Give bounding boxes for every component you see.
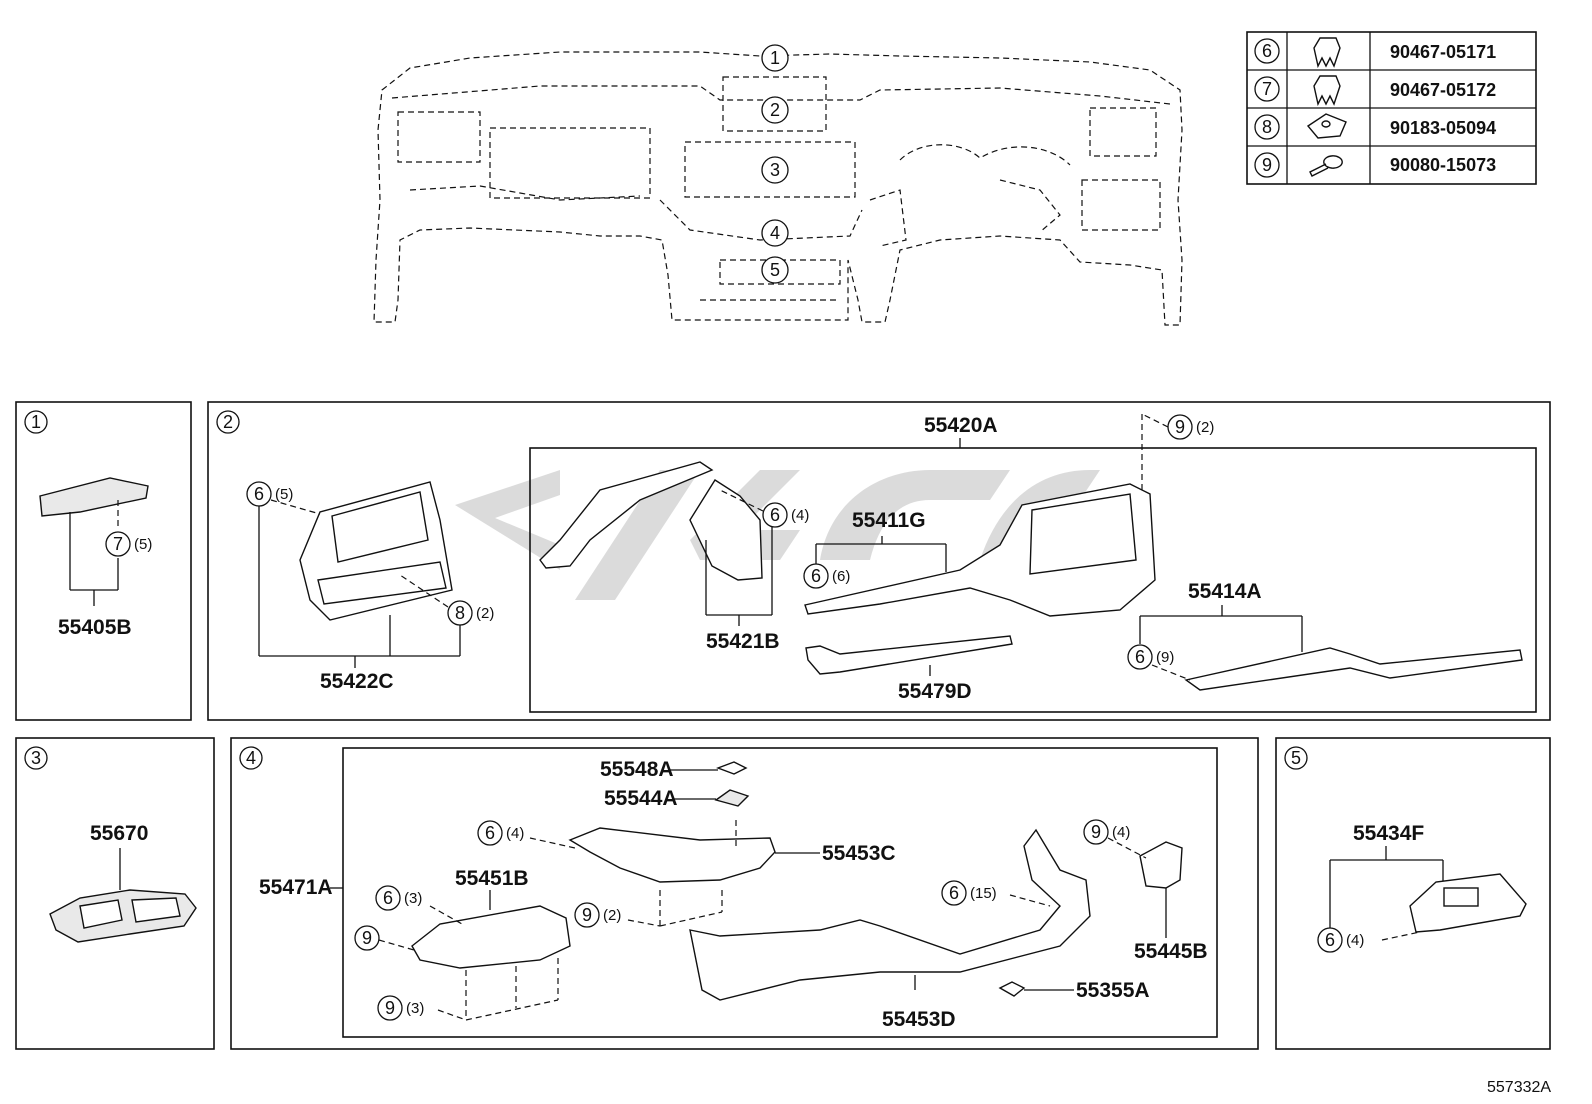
fastener-ref: 8	[1262, 117, 1272, 137]
side-cover-part	[689, 479, 763, 581]
console-upper-part	[568, 827, 776, 883]
reinforcement-part	[1184, 647, 1523, 691]
callout-ref: 7	[113, 534, 123, 554]
overview-ref-5: 5	[770, 260, 780, 280]
fastener-row: 7 90467-05172	[1254, 75, 1496, 107]
callout-ref: 8	[455, 603, 465, 623]
fastener-ref: 6	[1262, 41, 1272, 61]
callout-ref: 6	[770, 505, 780, 525]
small-cover-part	[716, 761, 748, 775]
callout-ref: 9	[582, 905, 592, 925]
console-lower-part	[411, 905, 571, 969]
part-number-label: 55479D	[898, 680, 972, 703]
overview-ref-2: 2	[770, 100, 780, 120]
callout-qty: (15)	[970, 885, 997, 902]
callout-qty: (3)	[406, 1000, 424, 1017]
overview-ref-4: 4	[770, 223, 780, 243]
fastener-row: 8 90183-05094	[1254, 113, 1496, 140]
callout-qty: (4)	[1346, 932, 1364, 949]
callout-ref: 6	[811, 566, 821, 586]
dashboard-overview	[373, 51, 1183, 326]
part-number-label: 55445B	[1134, 940, 1208, 963]
clip-part	[998, 981, 1026, 997]
part-number-label: 55434F	[1353, 822, 1424, 845]
fastener-table: 6 90467-05171 7 90467-05172 8 90183-0509…	[1246, 31, 1537, 185]
console-side-part	[689, 828, 1091, 1001]
callout-ref: 6	[485, 823, 495, 843]
part-number-label: 55453D	[882, 1008, 956, 1031]
part-number-label: 55544A	[604, 787, 678, 810]
callout-qty: (4)	[1112, 824, 1130, 841]
part-number-label: 55548A	[600, 758, 674, 781]
part-number-label: 55451B	[455, 867, 529, 890]
fastener-part-number: 90080-15073	[1390, 155, 1496, 175]
part-number-label: 55471A	[259, 876, 333, 899]
callout-qty: (6)	[832, 568, 850, 585]
switch-bezel-part	[714, 789, 750, 807]
callout-qty: (4)	[791, 507, 809, 524]
callout-qty: (4)	[506, 825, 524, 842]
part-number-label: 55670	[90, 822, 148, 845]
part-number-label: 55453C	[822, 842, 896, 865]
callout-ref: 6	[254, 484, 264, 504]
panel-5: 5 55434F 6 (4)	[1275, 737, 1551, 1050]
panel-2: 2 6 (5) 8 (2) 55422C 55420A 9 (2) 6 (4)	[207, 401, 1551, 721]
callout-qty: (9)	[1156, 649, 1174, 666]
nut-clip-icon	[1306, 113, 1347, 139]
callout-ref: 9	[362, 928, 372, 948]
side-panel-part	[539, 461, 714, 569]
lower-trim-part	[805, 635, 1013, 675]
callout-qty: (2)	[476, 605, 494, 622]
fastener-ref: 9	[1262, 155, 1272, 175]
callout-qty: (5)	[275, 486, 293, 503]
part-number-label: 55405B	[58, 616, 132, 639]
diagram-code: 557332A	[1487, 1079, 1551, 1096]
screw-icon	[1309, 155, 1343, 177]
part-number-label: 55414A	[1188, 580, 1262, 603]
callout-qty: (2)	[1196, 419, 1214, 436]
bracket-part	[1139, 841, 1183, 889]
overview-ref-1: 1	[770, 48, 780, 68]
panel-ref: 2	[223, 412, 233, 432]
fastener-part-number: 90467-05172	[1390, 80, 1496, 100]
clip-icon	[1313, 37, 1341, 69]
panel-ref: 1	[31, 412, 41, 432]
panel-4: 4 55471A 55548A 55544A 6 (4) 55453C 5545…	[230, 737, 1259, 1050]
panel-1: 1 7 (5) 55405B	[15, 401, 192, 721]
fastener-row: 9 90080-15073	[1254, 152, 1496, 178]
callout-ref: 6	[1135, 647, 1145, 667]
part-number-label: 55422C	[320, 670, 394, 693]
panel-ref: 4	[246, 748, 256, 768]
part-number-label: 55421B	[706, 630, 780, 653]
panel-ref: 3	[31, 748, 41, 768]
callout-ref: 9	[1091, 822, 1101, 842]
callout-qty: (2)	[603, 907, 621, 924]
overview-callouts: 1 2 3 4 5	[761, 44, 789, 284]
fastener-ref: 7	[1262, 79, 1272, 99]
callout-ref: 9	[385, 998, 395, 1018]
clip-icon	[1313, 75, 1341, 107]
panel-ref: 5	[1291, 748, 1301, 768]
upper-panel-part	[39, 477, 149, 517]
panel-3: 3 55670	[15, 737, 215, 1050]
part-number-label: 55355A	[1076, 979, 1150, 1002]
callout-qty: (5)	[134, 536, 152, 553]
callout-ref: 6	[949, 883, 959, 903]
fastener-part-number: 90467-05171	[1390, 42, 1496, 62]
callout-ref: 9	[1175, 417, 1185, 437]
callout-ref: 6	[1325, 930, 1335, 950]
overview-ref-3: 3	[770, 160, 780, 180]
callout-ref: 6	[383, 888, 393, 908]
part-number-label: 55411G	[852, 509, 926, 532]
fastener-row: 6 90467-05171	[1254, 37, 1496, 69]
fastener-part-number: 90183-05094	[1390, 118, 1496, 138]
callout-qty: (3)	[404, 890, 422, 907]
part-number-label: 55420A	[924, 414, 998, 437]
